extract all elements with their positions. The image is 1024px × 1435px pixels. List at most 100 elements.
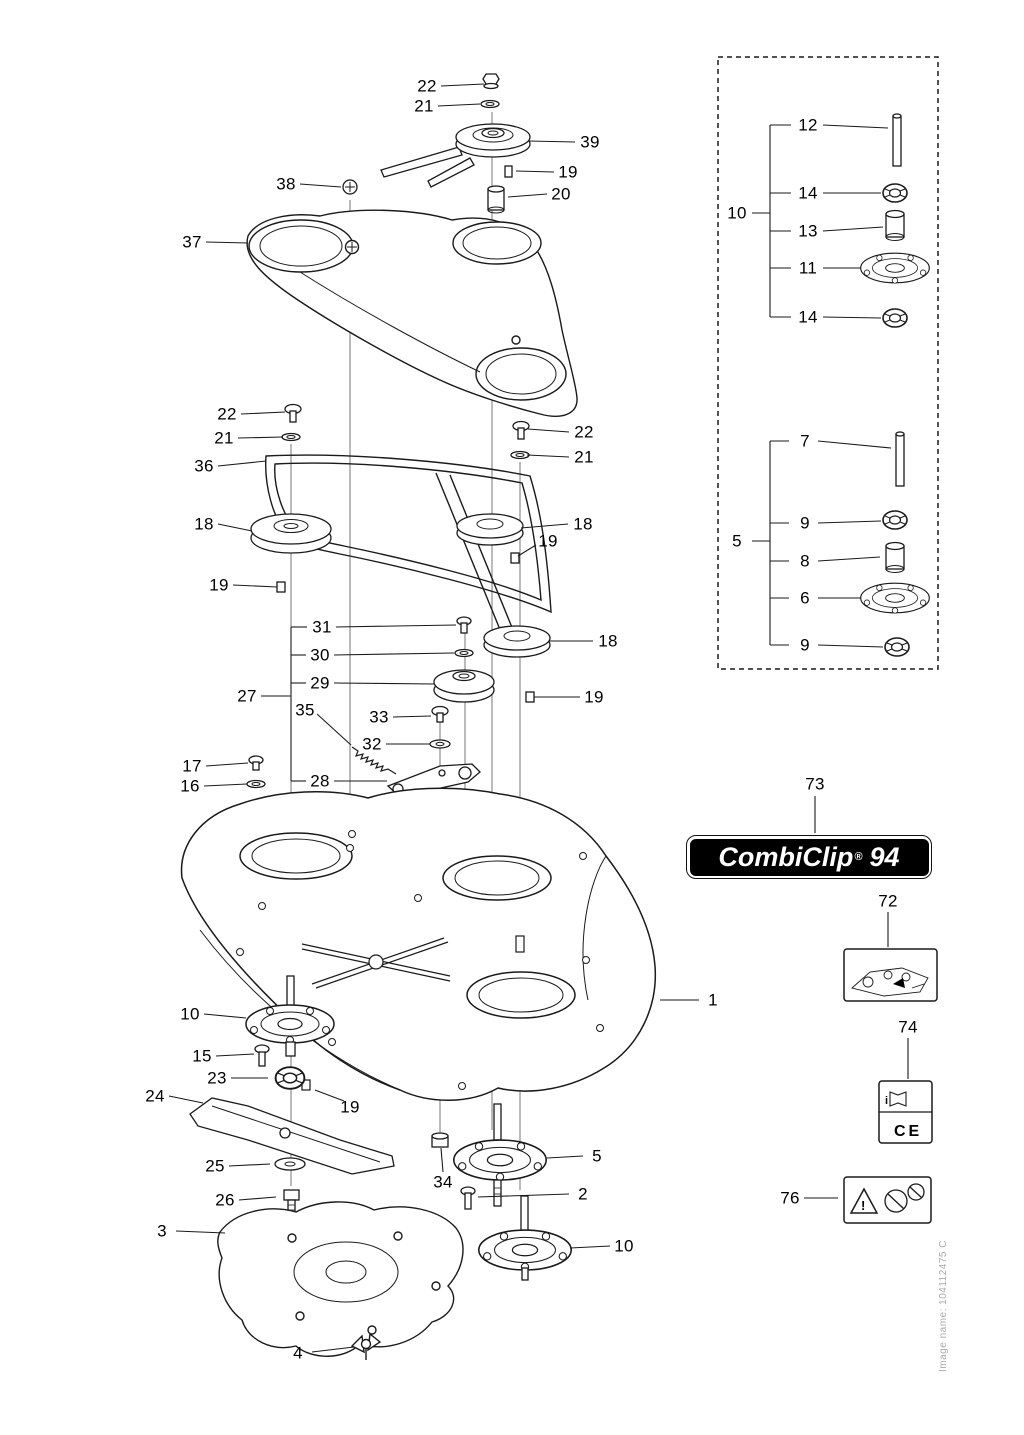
manual-icon-letter: i bbox=[885, 1095, 888, 1107]
bearing-14 bbox=[882, 308, 908, 328]
bolt-26 bbox=[283, 1189, 300, 1201]
housing-6 bbox=[860, 582, 930, 614]
blade-24 bbox=[189, 1097, 395, 1175]
part-callout: 32 bbox=[362, 734, 382, 754]
part-callout: 21 bbox=[214, 428, 234, 448]
part-callout: 37 bbox=[182, 232, 202, 252]
bolt-22-top bbox=[482, 73, 500, 85]
shaft-12 bbox=[892, 115, 902, 167]
inset-callout: 13 bbox=[798, 221, 818, 241]
combiclip-badge: CombiClip®94 bbox=[686, 835, 932, 879]
part-callout: 5 bbox=[592, 1146, 602, 1166]
washer-21-right bbox=[510, 450, 530, 460]
part-callout: 76 bbox=[780, 1188, 800, 1208]
spindle-5 bbox=[453, 1139, 547, 1182]
belt-strip bbox=[380, 146, 463, 178]
mower-deck bbox=[180, 787, 657, 1101]
part-callout: 3 bbox=[157, 1221, 167, 1241]
part-callout: 28 bbox=[310, 771, 330, 791]
manual-ce-sticker: i CE bbox=[878, 1080, 933, 1144]
part-callout: 26 bbox=[215, 1190, 235, 1210]
warning-sticker: ! bbox=[843, 1176, 932, 1224]
inset-callout: 9 bbox=[800, 635, 810, 655]
part-callout: 72 bbox=[878, 891, 898, 911]
mulch-baffle bbox=[217, 1201, 464, 1360]
spring-35 bbox=[351, 746, 397, 775]
part-callout: 23 bbox=[207, 1068, 227, 1088]
inset-callout: 14 bbox=[798, 307, 818, 327]
part-callout: 29 bbox=[310, 673, 330, 693]
part-callout: 30 bbox=[310, 645, 330, 665]
part-callout: 73 bbox=[805, 774, 825, 794]
pin-19 bbox=[276, 581, 286, 593]
part-callout: 34 bbox=[433, 1172, 453, 1192]
inset-callout: 11 bbox=[798, 258, 818, 278]
part-callout: 25 bbox=[205, 1156, 225, 1176]
inset-panel bbox=[717, 56, 939, 670]
part-callout: 21 bbox=[574, 447, 594, 467]
stud bbox=[515, 935, 525, 953]
part-callout: 19 bbox=[340, 1097, 360, 1117]
part-callout: 19 bbox=[538, 531, 558, 551]
part-callout: 19 bbox=[209, 575, 229, 595]
inset-callout: 14 bbox=[798, 183, 818, 203]
inset-callout: 5 bbox=[732, 531, 742, 551]
left-spindle-assembly bbox=[189, 975, 395, 1217]
inset-callout: 10 bbox=[727, 203, 747, 223]
part-callout: 22 bbox=[217, 404, 237, 424]
right-spindle-assemblies bbox=[431, 1103, 572, 1281]
part-callout: 10 bbox=[614, 1236, 634, 1256]
part-callout: 4 bbox=[293, 1343, 303, 1363]
part-callout: 10 bbox=[180, 1004, 200, 1024]
part-callout: 18 bbox=[194, 514, 214, 534]
shaft-7 bbox=[895, 433, 905, 487]
part-callout: 16 bbox=[180, 776, 200, 796]
bearing-9 bbox=[884, 637, 910, 657]
part-callout: 22 bbox=[417, 76, 437, 96]
part-callout: 21 bbox=[414, 96, 434, 116]
prohibition-icon bbox=[884, 1189, 908, 1213]
part-callout: 22 bbox=[574, 422, 594, 442]
washer-32 bbox=[429, 739, 451, 749]
leader-lines bbox=[168, 83, 909, 1353]
bearing-9 bbox=[882, 510, 908, 530]
spindle-10 bbox=[478, 1229, 572, 1272]
warning-triangle-icon bbox=[849, 1187, 879, 1214]
washer-21-left bbox=[281, 432, 301, 442]
bearing-23 bbox=[274, 1066, 306, 1090]
part-callout: 2 bbox=[578, 1184, 588, 1204]
registered-mark: ® bbox=[854, 851, 863, 863]
manual-icon bbox=[889, 1091, 907, 1107]
inset-callout: 9 bbox=[800, 513, 810, 533]
washer-25 bbox=[274, 1157, 306, 1171]
part-callout: 27 bbox=[237, 686, 257, 706]
pin-19 bbox=[510, 552, 520, 564]
bearing-14 bbox=[882, 183, 908, 203]
badge-product-name: CombiClip bbox=[718, 841, 854, 872]
part-callout: 18 bbox=[573, 514, 593, 534]
part-callout: 39 bbox=[580, 132, 600, 152]
part-callout: 31 bbox=[312, 617, 332, 637]
inset-bracket-lines bbox=[752, 124, 892, 648]
part-callout: 15 bbox=[192, 1046, 212, 1066]
part-callout: 18 bbox=[598, 631, 618, 651]
cross-blade bbox=[301, 937, 451, 989]
part-callout: 1 bbox=[708, 990, 718, 1010]
warning-exclamation: ! bbox=[861, 1198, 865, 1213]
part-callout: 35 bbox=[295, 700, 315, 720]
part-callout: 19 bbox=[558, 162, 578, 182]
part-callout: 20 bbox=[551, 184, 571, 204]
part-callout: 19 bbox=[584, 687, 604, 707]
belt-routing-sticker bbox=[843, 948, 938, 1002]
belt-strip bbox=[427, 157, 475, 188]
part-callout: 36 bbox=[194, 456, 214, 476]
inset-callout: 7 bbox=[800, 431, 810, 451]
prohibition-icon bbox=[907, 1183, 925, 1201]
mid-hardware bbox=[246, 403, 551, 798]
housing-11 bbox=[860, 252, 930, 284]
pin-19 bbox=[525, 691, 535, 703]
pin-19 bbox=[504, 165, 513, 178]
part-callout: 33 bbox=[369, 707, 389, 727]
